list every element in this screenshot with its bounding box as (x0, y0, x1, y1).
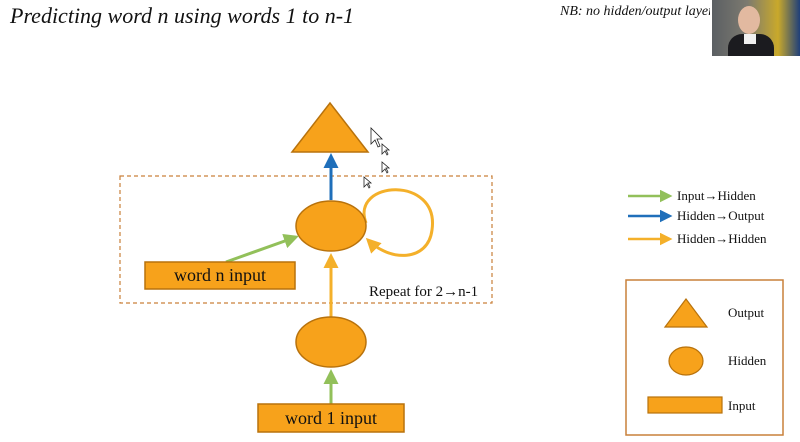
cursor-icon (381, 143, 391, 156)
presenter-shirt (728, 34, 774, 56)
legend-output-label: Output (728, 305, 765, 320)
repeat-label: Repeat for 2→n-1 (369, 284, 478, 300)
legend-input-shape (647, 396, 723, 414)
legend-hidden-label: Hidden (728, 353, 767, 368)
cursor-trail (363, 127, 391, 189)
edge-word-n-to-hidden (225, 233, 299, 264)
hidden-node-recurrent (295, 200, 367, 252)
word-n-input-node (144, 261, 296, 290)
word-n-input-label: word n input (174, 265, 266, 285)
shape-legend: Output Hidden Input (625, 279, 784, 436)
cursor-icon (370, 127, 383, 148)
presenter-collar (744, 34, 756, 44)
cursor-icon (381, 161, 391, 174)
hidden-node-first (295, 316, 367, 368)
legend-hidden-hidden-label: Hidden→Hidden (677, 231, 767, 246)
output-node (290, 101, 370, 153)
legend-hidden-shape (668, 346, 704, 376)
word-1-input-label: word 1 input (285, 408, 377, 428)
repeat-frame (119, 175, 493, 304)
slide-title: Predicting word n using words 1 to n-1 (10, 3, 355, 28)
cursor-icon (363, 176, 373, 189)
legend-output-shape (663, 298, 709, 328)
shape-legend-frame (625, 279, 784, 436)
legend-input-hidden-label: Input→Hidden (677, 188, 756, 203)
edge-hidden-self-loop (362, 188, 434, 257)
legend-hidden-output-label: Hidden→Output (677, 208, 765, 223)
word-1-input-node (257, 403, 405, 433)
legend-input-label: Input (728, 398, 756, 413)
slide-note: NB: no hidden/output layers (560, 4, 710, 19)
presenter-webcam (712, 0, 800, 56)
edge-legend: Input→Hidden Hidden→Output Hidden→Hidden (628, 188, 767, 246)
presenter-head (738, 6, 760, 34)
